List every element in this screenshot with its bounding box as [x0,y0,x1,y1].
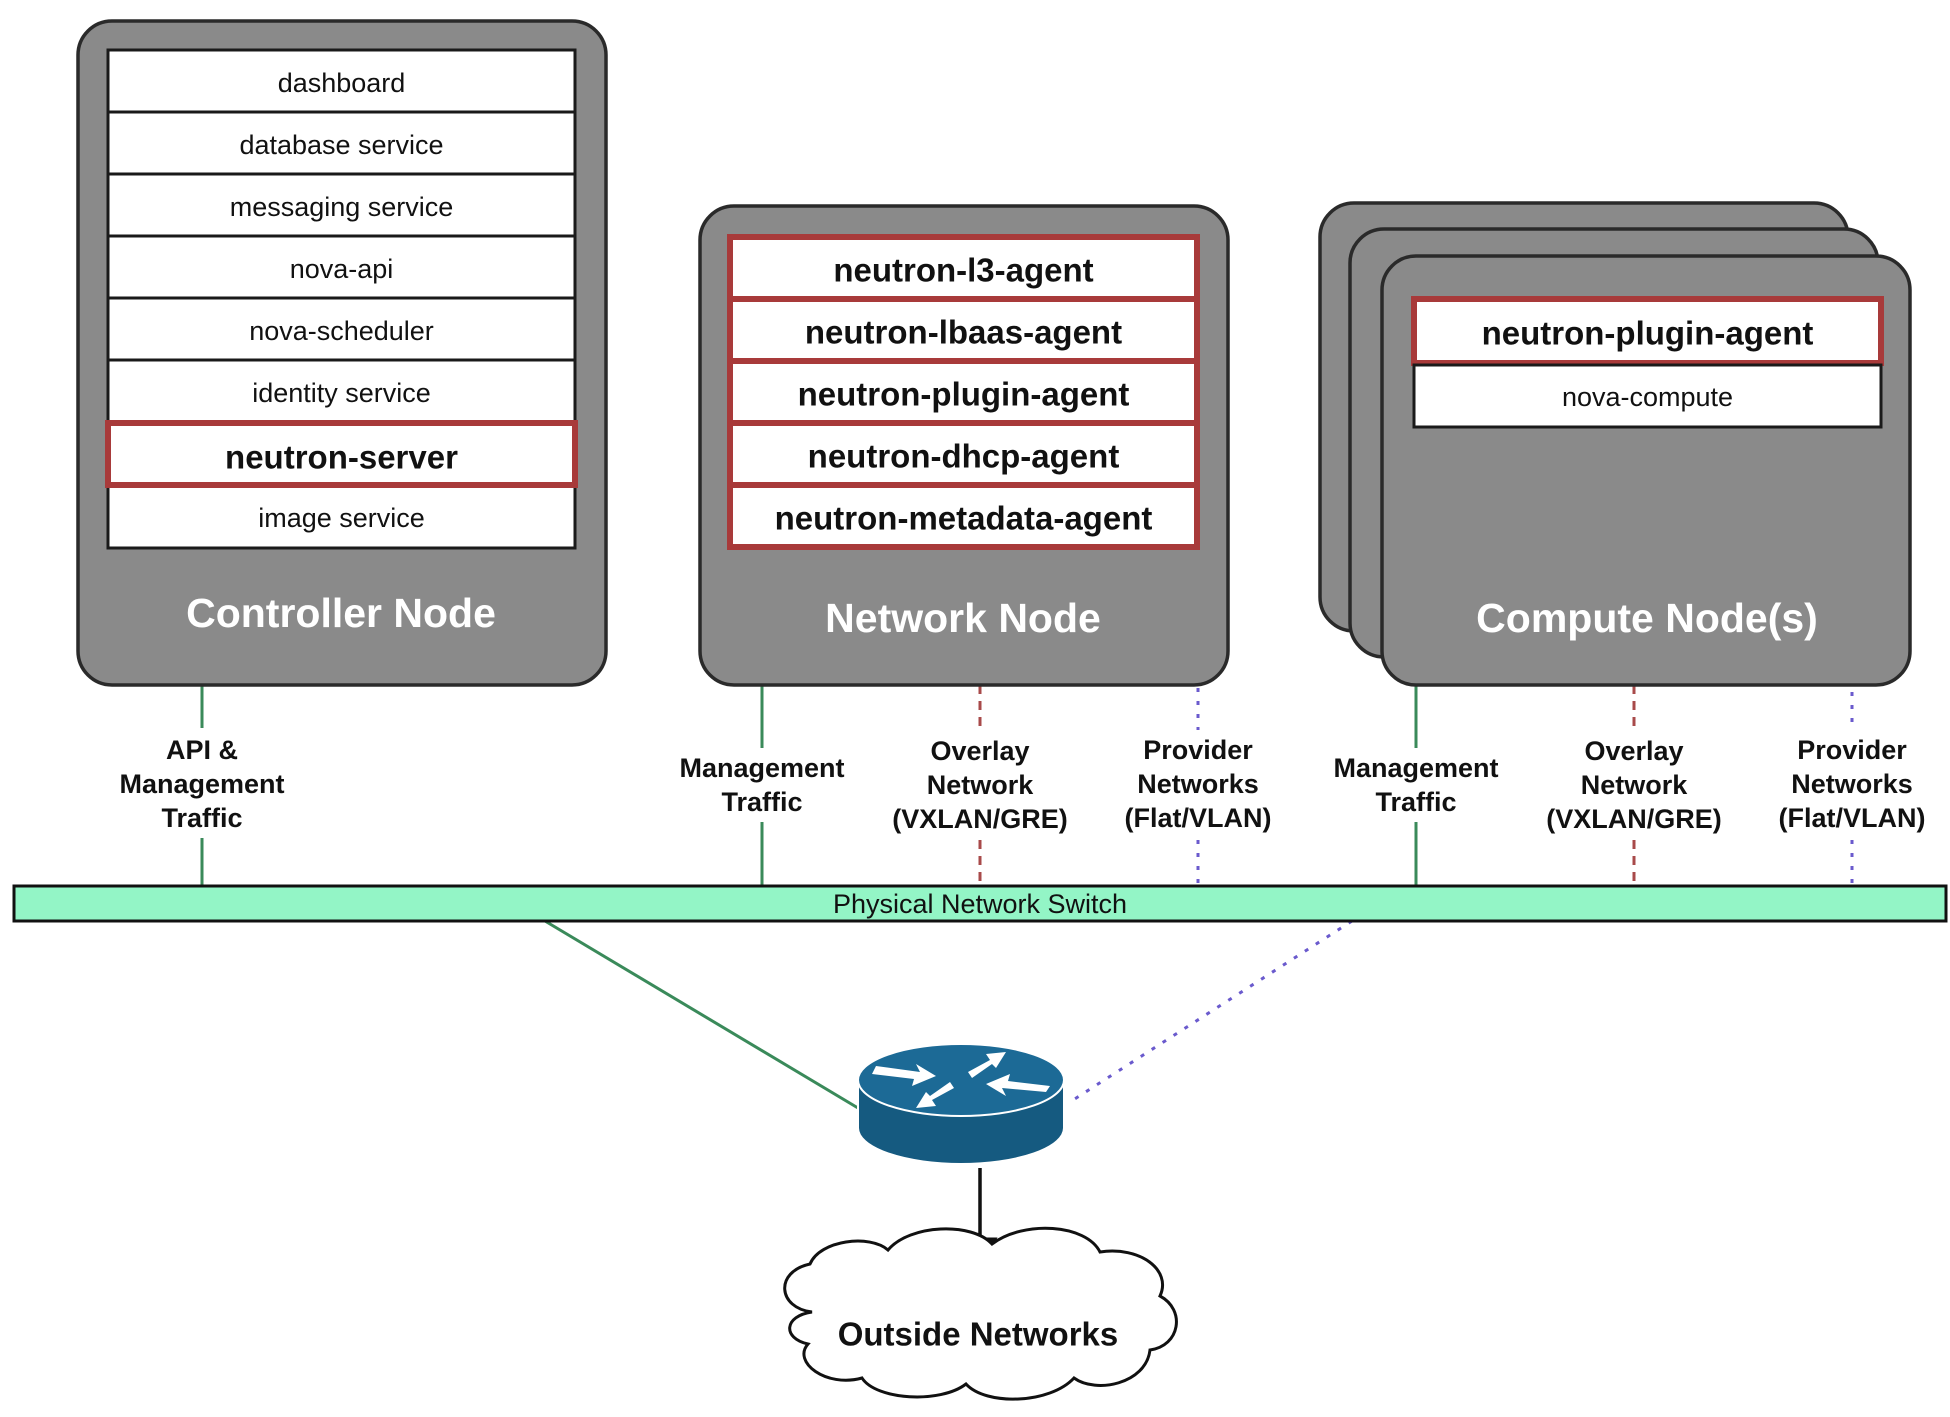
compute-services: neutron-plugin-agent nova-compute [1411,296,1884,429]
service-box-highlight [105,420,578,488]
service-label: neutron-plugin-agent [798,376,1130,413]
service-label: image service [258,503,425,533]
service-label: neutron-dhcp-agent [808,438,1120,475]
service-box-highlight [1411,296,1884,366]
controller-services: dashboard database service messaging ser… [105,48,578,550]
switch-bar [12,884,1948,923]
service-label: database service [239,130,443,160]
network-node-title: Network Node [825,595,1101,641]
outside-networks-cloud: Outside Networks [783,1226,1178,1401]
network-management-label: Management [679,753,844,783]
controller-link-label: Traffic [161,803,242,833]
service-label: nova-api [290,254,394,284]
network-provider-label: Provider [1143,735,1253,765]
compute-management-label: Traffic [1375,787,1456,817]
compute-nodes: neutron-plugin-agent nova-compute Comput… [1318,201,1912,687]
service-box-highlight [727,296,1200,364]
controller-service-identity: identity service [106,358,577,424]
network-service-lbaas-agent: neutron-lbaas-agent [727,296,1200,364]
network-overlay-label: (VXLAN/GRE) [892,804,1068,834]
network-overlay-label: Network [927,770,1035,800]
service-box [106,296,577,362]
network-provider-label: (Flat/VLAN) [1125,803,1272,833]
service-label: identity service [252,378,431,408]
service-box-highlight [727,358,1200,426]
router-icon [857,1043,1065,1165]
network-service-plugin-agent: neutron-plugin-agent [727,358,1200,426]
link-labels: API & Management Traffic Management Traf… [119,735,1925,834]
controller-service-database: database service [106,110,577,176]
compute-provider-label: Networks [1791,769,1913,799]
controller-service-dashboard: dashboard [106,48,577,114]
compute-service-nova-compute: nova-compute [1412,363,1883,429]
compute-service-plugin-agent: neutron-plugin-agent [1411,296,1884,366]
service-box [106,234,577,300]
service-box [1412,363,1883,429]
compute-node-title: Compute Node(s) [1476,595,1818,641]
network-provider-label: Networks [1137,769,1259,799]
controller-service-neutron-server: neutron-server [105,420,578,488]
physical-network-switch: Physical Network Switch [12,884,1948,923]
compute-overlay-label: Network [1581,770,1689,800]
network-node: neutron-l3-agent neutron-lbaas-agent neu… [698,204,1230,687]
service-label: neutron-lbaas-agent [805,314,1122,351]
compute-provider-label: (Flat/VLAN) [1779,803,1926,833]
controller-service-messaging: messaging service [106,172,577,238]
service-label: nova-scheduler [249,316,434,346]
controller-service-nova-scheduler: nova-scheduler [106,296,577,362]
service-label: neutron-l3-agent [833,252,1093,289]
service-label: neutron-plugin-agent [1482,315,1814,352]
network-overlay-label: Overlay [930,736,1029,766]
controller-link-label: Management [119,769,284,799]
service-box-highlight [727,234,1200,302]
compute-provider-label: Provider [1797,735,1907,765]
switch-label: Physical Network Switch [833,889,1127,919]
compute-management-label: Management [1333,753,1498,783]
outside-networks-label: Outside Networks [838,1316,1119,1353]
network-services: neutron-l3-agent neutron-lbaas-agent neu… [727,234,1200,550]
compute-overlay-label: (VXLAN/GRE) [1546,804,1722,834]
service-box-highlight [727,420,1200,488]
network-management-label: Traffic [721,787,802,817]
compute-overlay-label: Overlay [1584,736,1683,766]
service-label: neutron-server [225,439,458,476]
controller-link-label: API & [166,735,238,765]
service-label: dashboard [278,68,406,98]
controller-service-image: image service [106,484,577,550]
service-label: nova-compute [1562,382,1733,412]
switch-router-provider-line [1069,919,1353,1104]
controller-node-title: Controller Node [186,590,496,636]
service-label: neutron-metadata-agent [775,500,1153,537]
network-service-metadata-agent: neutron-metadata-agent [727,482,1200,550]
router-arrows [872,1052,1050,1108]
cloud-shape [783,1226,1178,1401]
controller-service-nova-api: nova-api [106,234,577,300]
controller-node: dashboard database service messaging ser… [76,19,608,687]
service-box [106,358,577,424]
switch-router-management-line [544,919,859,1110]
router-top [857,1043,1065,1117]
network-service-dhcp-agent: neutron-dhcp-agent [727,420,1200,488]
service-box-highlight [727,482,1200,550]
network-service-l3-agent: neutron-l3-agent [727,234,1200,302]
service-label: messaging service [230,192,454,222]
